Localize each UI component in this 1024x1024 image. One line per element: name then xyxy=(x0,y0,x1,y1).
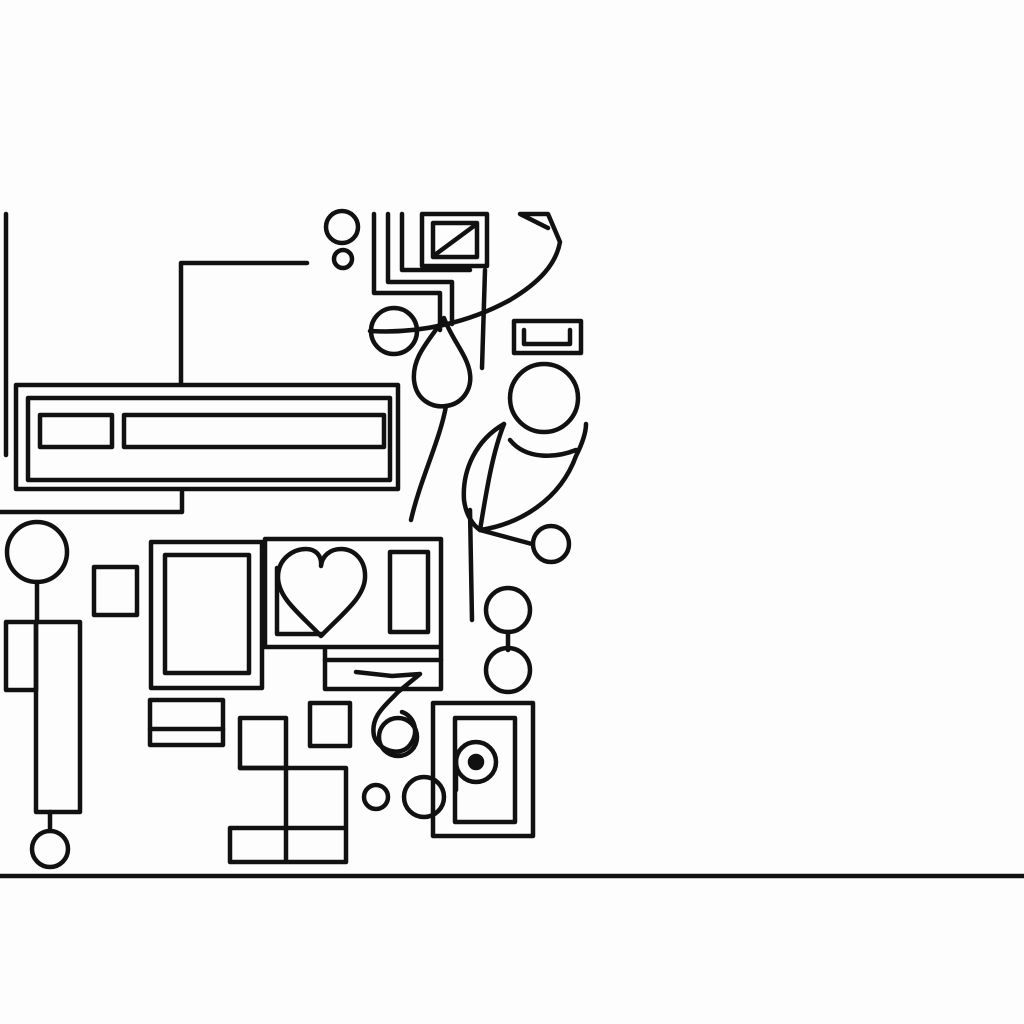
tray-box-inner xyxy=(521,327,573,347)
line-art-strokes xyxy=(0,208,1024,879)
heart-panel-slot xyxy=(387,549,431,635)
heart-panel-outer xyxy=(262,536,444,650)
swoop-circle xyxy=(368,305,420,357)
low-block-a xyxy=(147,697,226,748)
long-panel-outer xyxy=(13,382,401,492)
nested-lines-outer xyxy=(371,211,443,333)
small-square-left xyxy=(91,564,140,618)
medium-circle-bottom xyxy=(401,774,447,820)
left-body-rect xyxy=(33,619,83,815)
cherry-stem xyxy=(353,669,423,754)
top-box-diagonal xyxy=(433,223,477,257)
long-panel-wide-slot xyxy=(121,412,387,450)
leaf-vein xyxy=(477,421,507,533)
cherry-circle xyxy=(376,715,420,759)
nested-lines-inner xyxy=(399,211,473,273)
left-arm-rect xyxy=(3,619,39,693)
low-block-c xyxy=(307,700,353,749)
teardrop-stem xyxy=(408,403,449,523)
top-box-outer xyxy=(419,211,490,269)
leaf-stem-line xyxy=(467,507,475,623)
left-foot-circle xyxy=(29,828,71,870)
stack-circle-top xyxy=(483,585,533,635)
target-dot xyxy=(467,753,485,771)
heart-base-block xyxy=(322,645,444,692)
top-connector-line xyxy=(178,260,310,387)
teardrop-shape xyxy=(411,315,473,409)
frame-inner xyxy=(162,552,252,676)
left-head-circle xyxy=(4,519,70,585)
heart-panel-left-bracket xyxy=(274,565,324,637)
figure-arm-curve xyxy=(507,437,579,458)
long-panel-small-slot xyxy=(37,412,115,450)
vertical-stem-right xyxy=(479,267,488,371)
low-block-b xyxy=(237,715,289,771)
bottom-connector-line xyxy=(0,489,185,515)
tray-box-outer xyxy=(511,318,584,356)
top-circle-small xyxy=(331,247,355,271)
tiny-circle-bottom xyxy=(361,782,391,812)
target-panel-inner xyxy=(452,715,518,825)
top-circle-large xyxy=(323,208,361,246)
stack-circle-bottom xyxy=(483,645,533,695)
long-panel-inner xyxy=(25,395,393,483)
nested-lines-mid xyxy=(385,211,455,327)
figure-head-circle xyxy=(507,361,581,435)
frame-outer xyxy=(148,539,265,691)
branch-end-circle xyxy=(530,523,572,565)
steps-blocks xyxy=(227,765,349,865)
heart-icon xyxy=(275,546,368,639)
top-box-inner xyxy=(430,220,480,260)
target-panel-outer xyxy=(430,700,536,839)
leaf-branch-line xyxy=(477,527,535,547)
